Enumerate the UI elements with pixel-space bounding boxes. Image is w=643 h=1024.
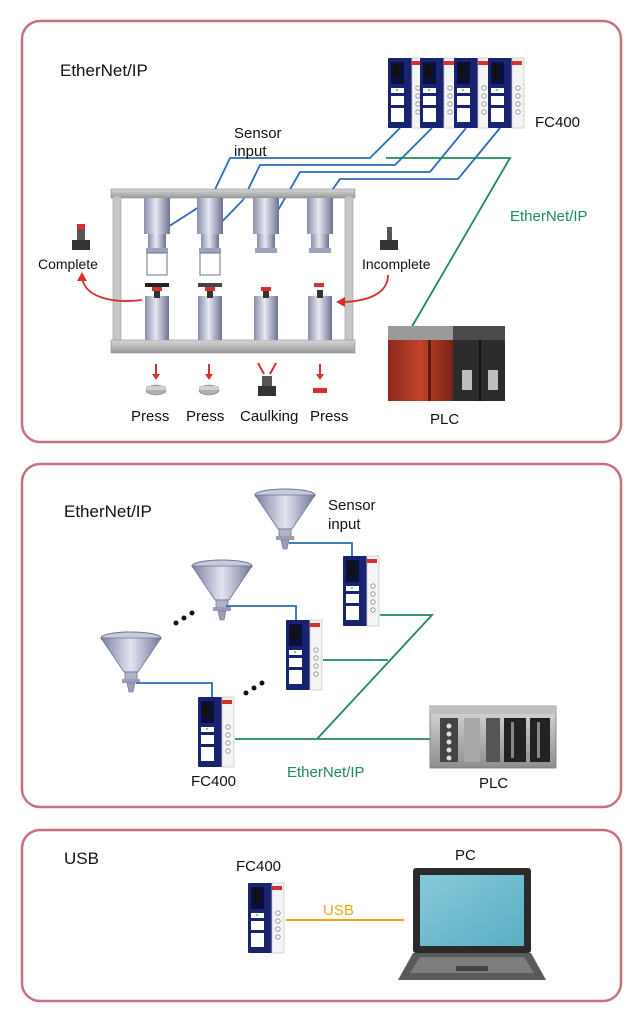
complete-label: Complete — [38, 256, 98, 272]
station-label-3: Caulking — [240, 408, 298, 425]
incomplete-part-icon — [380, 227, 398, 250]
panel-2-sensor-label-line2: input — [328, 516, 361, 533]
incomplete-label: Incomplete — [362, 256, 431, 272]
ethernet-line — [386, 157, 512, 331]
panel-1-title: EtherNet/IP — [60, 61, 148, 80]
fc400-module-4 — [487, 57, 525, 129]
press-machine — [110, 188, 356, 354]
plc-2-label: PLC — [479, 775, 508, 792]
incomplete-arrowhead — [336, 297, 345, 307]
station-label-1: Press — [131, 408, 169, 425]
panel-2-sensor-wires — [136, 542, 353, 697]
plc-1-label: PLC — [430, 411, 459, 428]
fc400-module-3 — [453, 57, 491, 129]
incomplete-arrow — [339, 274, 389, 303]
panel-3-fc400 — [247, 882, 285, 954]
panel-2-fc400-2 — [285, 619, 323, 691]
panel-2-fc400-3 — [197, 696, 235, 768]
panel-3-fc400-label: FC400 — [236, 858, 281, 875]
pc-label: PC — [455, 847, 476, 864]
complete-arrowhead — [77, 272, 87, 281]
ellipsis-dots-2 — [243, 680, 265, 696]
station-icons — [145, 362, 327, 396]
fc400-module-1 — [387, 57, 425, 129]
plc-1 — [388, 326, 505, 401]
fc400-module-2 — [419, 57, 457, 129]
fc400-label: FC400 — [535, 114, 580, 131]
ellipsis-dots-1 — [173, 610, 195, 626]
panel-3-title: USB — [64, 849, 99, 868]
sensor-input-label-line2: input — [234, 143, 267, 160]
panel-2-fc400-label: FC400 — [191, 773, 236, 790]
usb-link-label: USB — [323, 902, 354, 919]
station-label-2: Press — [186, 408, 224, 425]
complete-part-icon — [72, 224, 90, 250]
panel-2-ethernet-lines — [235, 614, 435, 740]
ethernet-label: EtherNet/IP — [510, 208, 588, 225]
panel-2-fc400-1 — [342, 555, 380, 627]
station-label-4: Press — [310, 408, 348, 425]
panel-2-ethernet-label: EtherNet/IP — [287, 764, 365, 781]
panel-2-title: EtherNet/IP — [64, 502, 152, 521]
plc-2 — [429, 705, 557, 769]
panel-2-sensor-label-line1: Sensor — [328, 497, 376, 514]
sensor-input-label-line1: Sensor — [234, 125, 282, 142]
laptop-icon — [398, 868, 546, 980]
